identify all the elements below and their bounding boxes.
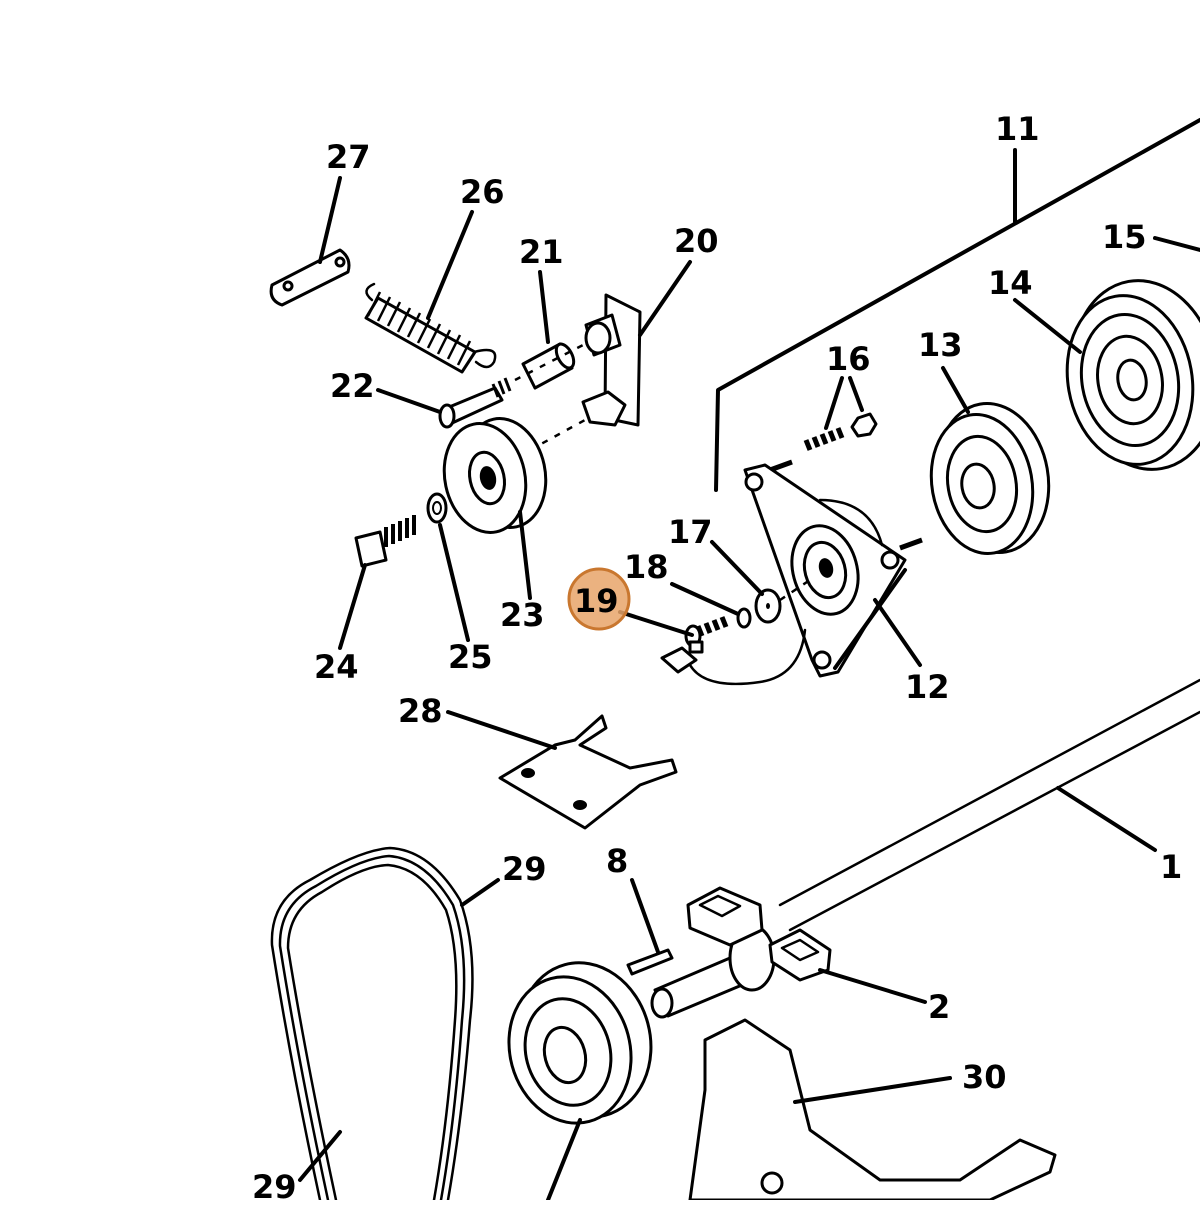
callout-12: 12 [905,668,950,706]
part-29-belt [270,846,500,1202]
part-19-screw [618,610,807,686]
part-16-bolt-nut [769,376,923,551]
part-23-idler-pulley [442,417,548,600]
part-30-frame [688,1018,1057,1202]
callout-14: 14 [988,264,1033,302]
callout-15: 15 [1102,218,1147,256]
callout-21: 21 [519,233,564,271]
callout-1: 1 [1160,848,1182,886]
part-26-spring [364,210,497,374]
callout-29-bottom: 29 [252,1168,297,1200]
part-15-leader [1153,236,1200,252]
lower-pulley [507,961,653,1202]
callout-27: 27 [326,138,371,176]
callout-28: 28 [398,692,443,730]
part-1-frame-rail [778,678,1200,932]
part-22-shoulder-bolt [376,377,512,429]
callout-20: 20 [674,222,719,260]
part-24-bolt [338,515,416,650]
callout-13: 13 [918,326,963,364]
callout-18: 18 [624,548,669,586]
callout-11: 11 [995,110,1040,148]
callout-26: 26 [460,173,505,211]
part-8-key [626,878,674,976]
part-11-deck-outline [714,118,1200,492]
highlight-circle [567,567,631,631]
part-21-bushing [521,270,576,390]
part-17-washer [710,540,811,624]
callout-16: 16 [826,340,871,378]
callout-2: 2 [928,988,950,1026]
alignment-dashes [514,342,586,452]
callout-30: 30 [962,1058,1007,1096]
part-28-clip-plate [446,710,678,830]
part-20-idler-arm [581,260,692,427]
callout-19: 19 [574,582,619,620]
part-12-mount-plate [743,463,922,678]
part-25-washer [426,492,470,642]
callout-24: 24 [314,648,359,686]
callout-23: 23 [500,596,545,634]
part-2-bearing [650,886,927,1019]
callout-22: 22 [330,367,375,405]
part-14-pulley [1013,279,1200,471]
part-13-pulley [929,366,1051,555]
part-27-bracket [269,176,351,307]
callout-25: 25 [448,638,493,676]
part-18-lock-washer [670,582,752,629]
callout-17: 17 [668,513,713,551]
callout-29-top: 29 [502,850,547,888]
callout-8: 8 [606,842,628,880]
